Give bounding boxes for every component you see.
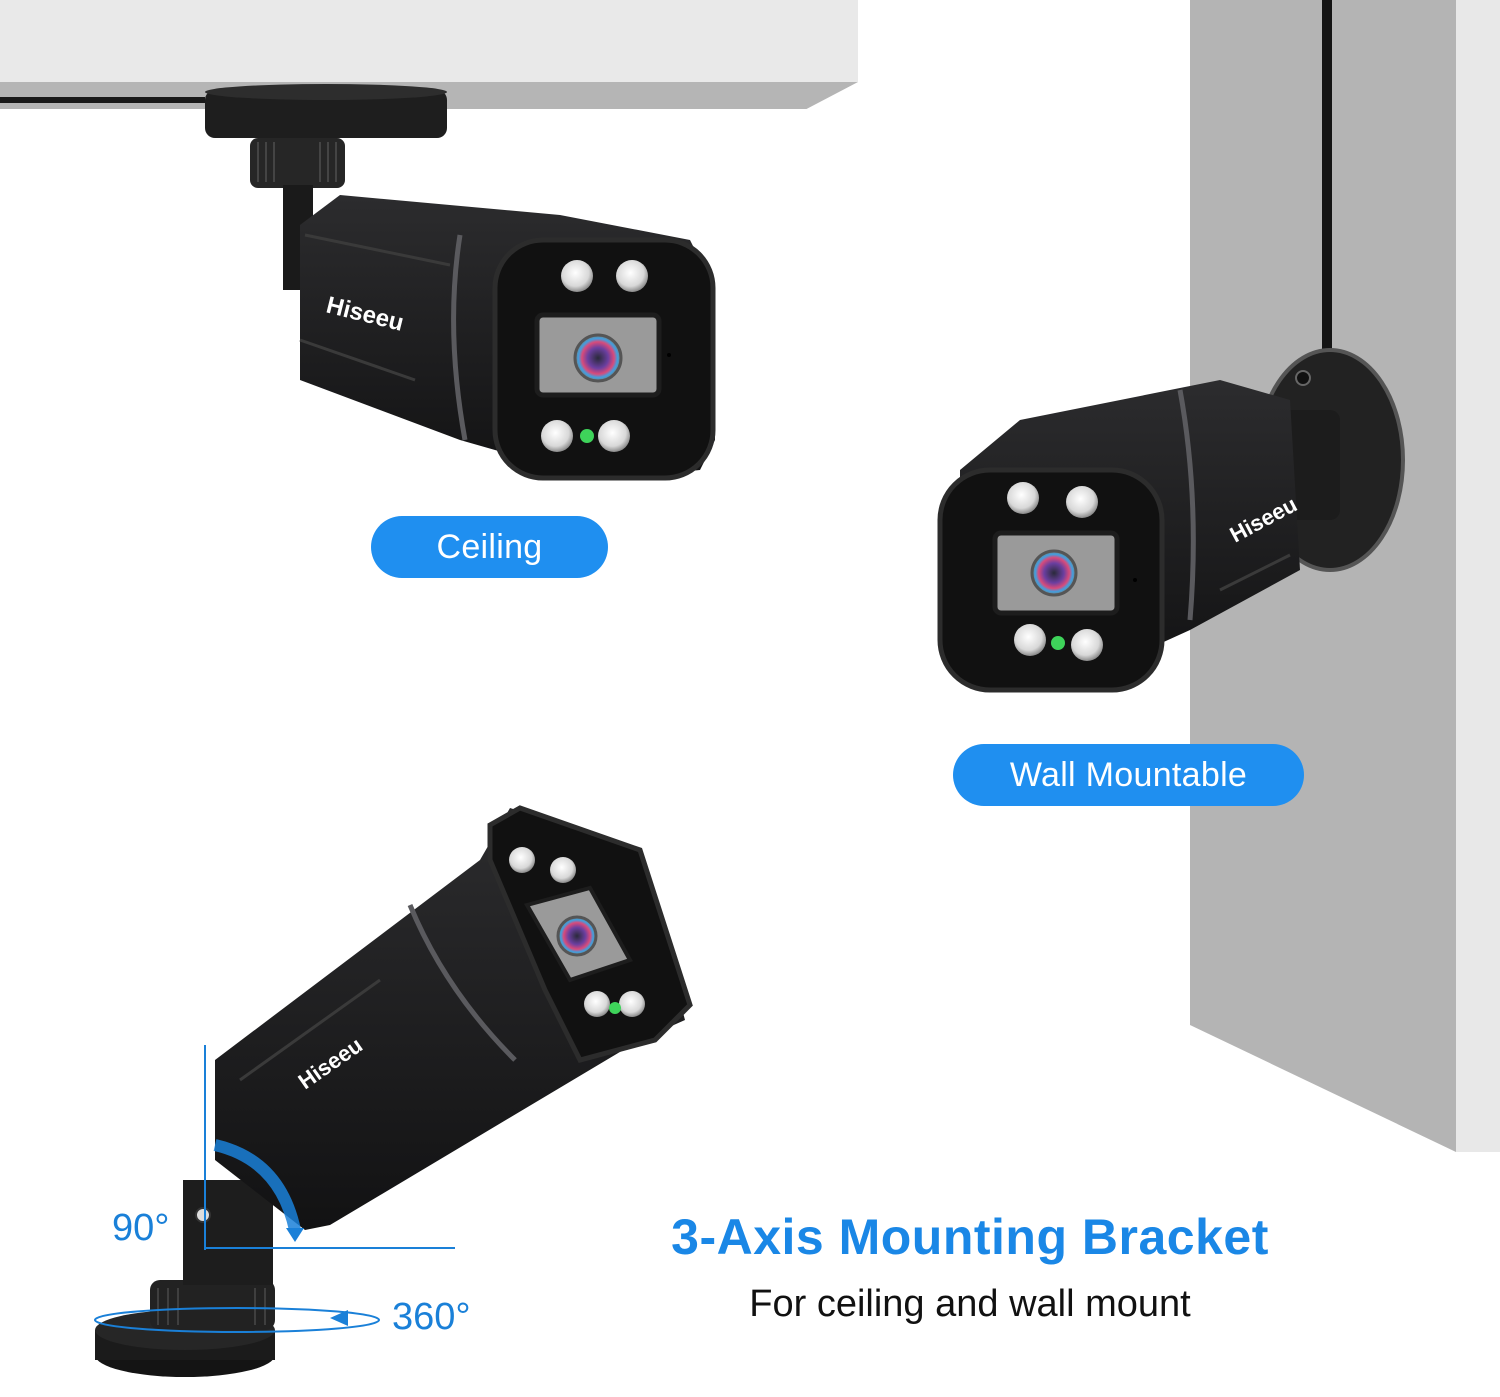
wall-cable [1322, 0, 1332, 355]
wall-camera: Hiseeu [937, 348, 1405, 693]
wall-mountable-label: Wall Mountable [953, 744, 1304, 806]
pan-angle-label: 360° [392, 1296, 471, 1338]
ceiling-camera: Hiseeu [205, 84, 716, 481]
bracket-camera: Hiseeu [94, 805, 693, 1377]
feature-subtitle: For ceiling and wall mount [749, 1283, 1191, 1325]
wall-side [1456, 0, 1500, 1152]
ceiling-cable [0, 97, 205, 103]
tilt-angle-label: 90° [112, 1207, 170, 1249]
ceiling-label: Ceiling [371, 516, 608, 578]
feature-title: 3-Axis Mounting Bracket [671, 1209, 1269, 1265]
ceiling-surface [0, 0, 858, 82]
